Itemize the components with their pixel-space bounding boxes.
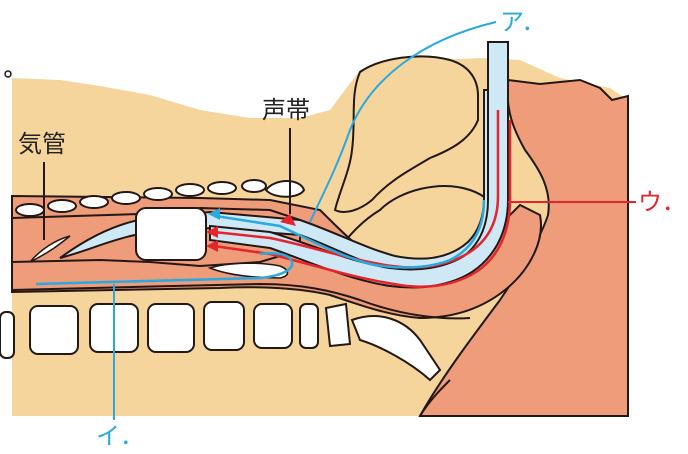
label-trachea: 気管 <box>18 132 66 156</box>
label-vocal-cords: 声帯 <box>262 98 310 122</box>
small-circle-mark <box>5 71 11 77</box>
label-i: イ． <box>96 424 144 448</box>
label-u: ウ． <box>638 190 686 214</box>
label-a: ア． <box>500 10 546 34</box>
tube-cuff <box>136 208 206 260</box>
